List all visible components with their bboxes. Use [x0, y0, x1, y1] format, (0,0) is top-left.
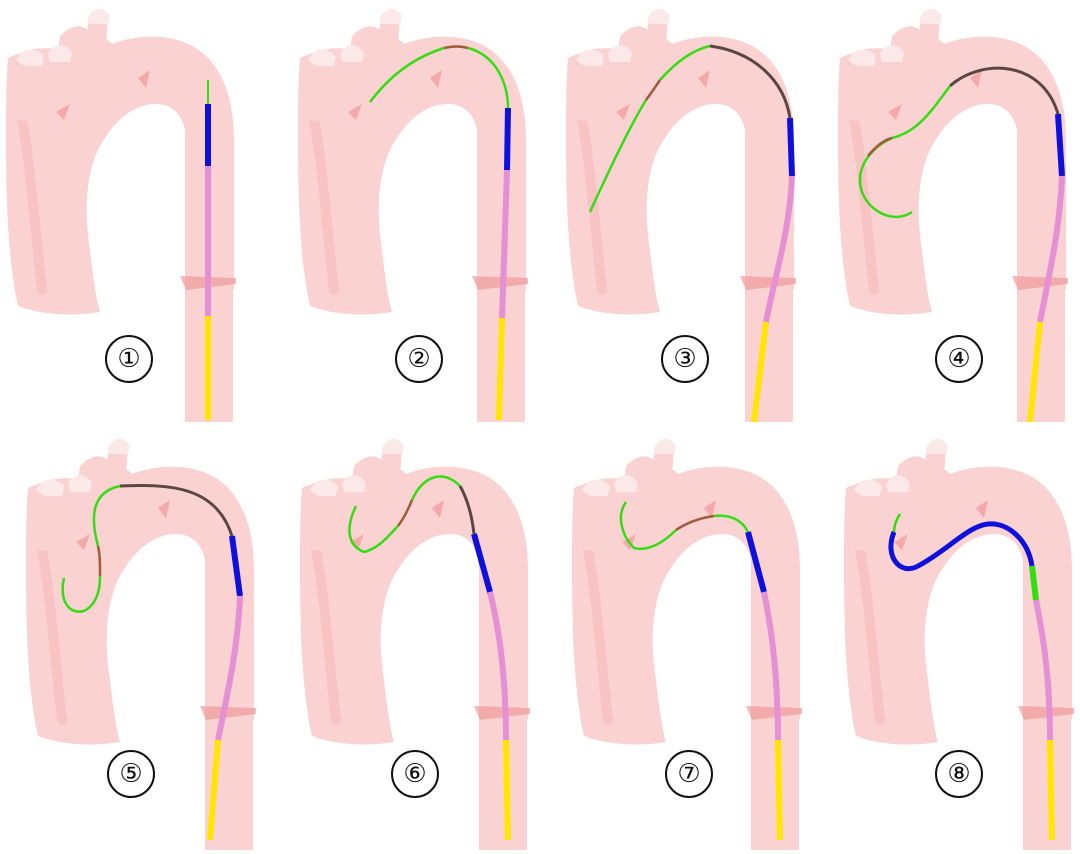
panel-1: ① — [6, 9, 236, 422]
catheter-yellow-segment — [506, 740, 508, 840]
panel-number: ② — [407, 344, 430, 374]
panel-7: ⑦ — [572, 439, 802, 850]
catheter-blue-segment — [790, 118, 792, 176]
catheter-yellow-segment — [1050, 740, 1052, 840]
panel-number: ⑥ — [403, 759, 426, 789]
catheter-blue-segment — [1058, 114, 1062, 176]
panel-5: ⑤ — [26, 439, 256, 850]
panel-8: ⑧ — [844, 439, 1074, 850]
catheter-blue-segment — [507, 108, 508, 170]
catheter-yellow-segment — [499, 318, 502, 420]
panel-number: ③ — [673, 344, 696, 374]
panel-number: ⑤ — [119, 759, 142, 789]
panel-number: ⑦ — [677, 759, 700, 789]
panel-6: ⑥ — [300, 439, 530, 850]
panel-4: ④ — [838, 9, 1068, 422]
panel-number: ⑧ — [947, 759, 970, 789]
panel-number: ① — [117, 344, 140, 374]
guidewire-green-segment — [1032, 566, 1036, 600]
panel-3: ③ — [566, 9, 796, 422]
catheter-brown-segment — [444, 47, 468, 49]
catheter-yellow-segment — [778, 740, 780, 840]
panel-2: ② — [298, 9, 528, 422]
panel-number: ④ — [947, 344, 970, 374]
